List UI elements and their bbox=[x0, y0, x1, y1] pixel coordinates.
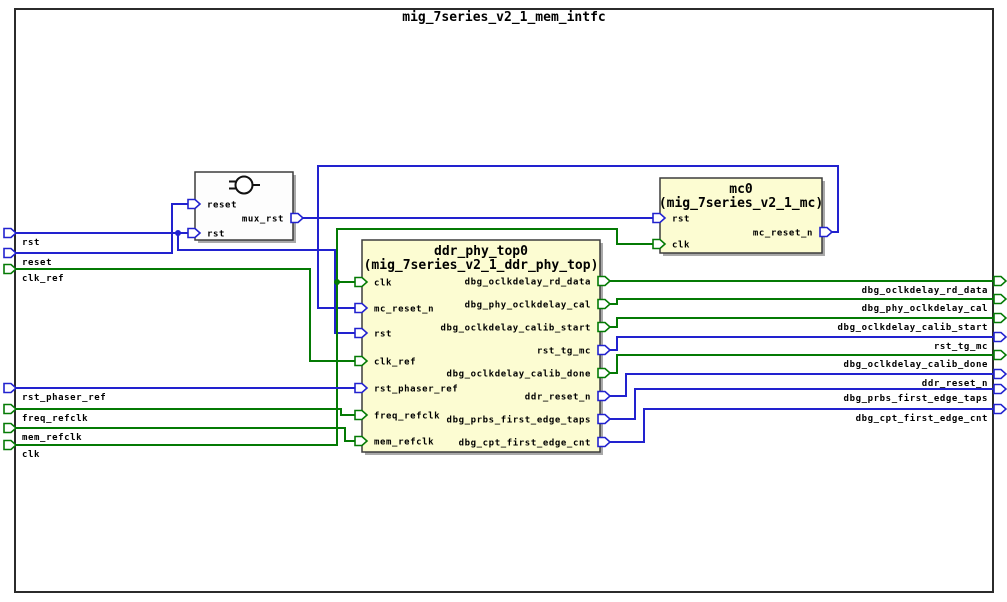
wire-reset[interactable] bbox=[15, 203, 193, 254]
wire-mem_refclk[interactable] bbox=[15, 427, 362, 442]
net-label: ddr_reset_n bbox=[922, 379, 988, 389]
output-port-dbg_oclkdelay_calib_start[interactable] bbox=[993, 312, 1007, 324]
port-label: mux_rst bbox=[242, 215, 284, 225]
input-port-reset[interactable] bbox=[3, 247, 18, 259]
net-label: rst_tg_mc bbox=[934, 342, 988, 352]
net-label: clk bbox=[22, 450, 40, 460]
output-port-rst_tg_mc[interactable] bbox=[993, 331, 1007, 343]
input-port-clk[interactable] bbox=[3, 439, 18, 451]
port-label: ddr_reset_n bbox=[525, 393, 591, 403]
wire-dbg_cpt_first_edge_cnt[interactable] bbox=[600, 408, 993, 443]
port-label: rst bbox=[374, 330, 392, 340]
port-marker-ddr_phy_top0-rst_phaser_ref[interactable] bbox=[354, 382, 369, 394]
block-title: mc0 bbox=[729, 182, 753, 197]
net-label: rst_phaser_ref bbox=[22, 393, 106, 403]
port-label: mc_reset_n bbox=[374, 305, 434, 315]
port-marker-ddr_phy_top0-mc_reset_n[interactable] bbox=[354, 302, 369, 314]
net-label: freq_refclk bbox=[22, 414, 88, 424]
port-label: dbg_oclkdelay_rd_data bbox=[465, 278, 591, 288]
wire-clk_ref[interactable] bbox=[15, 268, 362, 362]
output-port-dbg_oclkdelay_calib_done[interactable] bbox=[993, 349, 1007, 361]
output-port-dbg_prbs_first_edge_taps[interactable] bbox=[993, 383, 1007, 395]
port-label: dbg_prbs_first_edge_taps bbox=[447, 415, 591, 426]
port-label: dbg_cpt_first_edge_cnt bbox=[459, 438, 591, 449]
port-marker-ddr_phy_top0-dbg_oclkdelay_rd_data[interactable] bbox=[597, 275, 612, 287]
port-label: freq_refclk bbox=[374, 412, 440, 422]
net-label: dbg_oclkdelay_calib_done bbox=[844, 359, 988, 370]
wire-ddr_reset_n[interactable] bbox=[600, 373, 993, 397]
port-marker-ddr_phy_top0-dbg_oclkdelay_calib_start[interactable] bbox=[597, 321, 612, 333]
net-label: dbg_phy_oclkdelay_cal bbox=[862, 304, 988, 314]
wire-freq_refclk[interactable] bbox=[15, 408, 362, 416]
net-label: dbg_oclkdelay_calib_start bbox=[838, 322, 988, 333]
port-marker-ddr_phy_top0-dbg_prbs_first_edge_taps[interactable] bbox=[597, 413, 612, 425]
port-label: dbg_oclkdelay_calib_start bbox=[441, 323, 591, 334]
block-subtitle: (mig_7series_v2_1_mc) bbox=[659, 196, 823, 211]
port-label: rst_tg_mc bbox=[537, 347, 591, 357]
port-marker-ddr_phy_top0-freq_refclk[interactable] bbox=[354, 409, 369, 421]
net-label: rst bbox=[22, 238, 40, 248]
port-label: rst bbox=[207, 230, 225, 240]
port-marker-ddr_phy_top0-dbg_cpt_first_edge_cnt[interactable] bbox=[597, 436, 612, 448]
port-marker-ddr_phy_top0-clk_ref[interactable] bbox=[354, 355, 369, 367]
junction-dot bbox=[334, 279, 340, 285]
block-subtitle: (mig_7series_v2_1_ddr_phy_top) bbox=[364, 258, 599, 273]
port-label: mc_reset_n bbox=[753, 229, 813, 239]
wire-rst-branch[interactable] bbox=[177, 233, 362, 334]
net-label: clk_ref bbox=[22, 274, 64, 284]
schematic-title: mig_7series_v2_1_mem_intfc bbox=[402, 10, 606, 25]
port-marker-mux0-reset[interactable] bbox=[187, 198, 202, 210]
junction-dot bbox=[175, 230, 181, 236]
port-label: clk_ref bbox=[374, 358, 416, 368]
block-title: ddr_phy_top0 bbox=[434, 244, 528, 259]
sheet-border bbox=[14, 8, 994, 593]
output-port-dbg_cpt_first_edge_cnt[interactable] bbox=[993, 403, 1007, 415]
port-marker-ddr_phy_top0-rst[interactable] bbox=[354, 327, 369, 339]
port-label: clk bbox=[374, 279, 392, 289]
port-marker-ddr_phy_top0-clk[interactable] bbox=[354, 276, 369, 288]
port-label: clk bbox=[672, 241, 690, 251]
port-label: dbg_phy_oclkdelay_cal bbox=[465, 301, 591, 311]
port-marker-mc0-clk[interactable] bbox=[652, 238, 667, 250]
port-label: rst_phaser_ref bbox=[374, 385, 458, 395]
port-marker-mux0-rst[interactable] bbox=[187, 227, 202, 239]
port-marker-ddr_phy_top0-rst_tg_mc[interactable] bbox=[597, 344, 612, 356]
net-label: reset bbox=[22, 258, 52, 268]
port-label: dbg_oclkdelay_calib_done bbox=[447, 369, 591, 380]
port-marker-mux0-mux_rst[interactable] bbox=[290, 212, 305, 224]
output-port-dbg_phy_oclkdelay_cal[interactable] bbox=[993, 293, 1007, 305]
port-label: rst bbox=[672, 215, 690, 225]
output-port-dbg_oclkdelay_rd_data[interactable] bbox=[993, 275, 1007, 287]
input-port-mem_refclk[interactable] bbox=[3, 422, 18, 434]
port-label: mem_refclk bbox=[374, 438, 434, 448]
port-label: reset bbox=[207, 201, 237, 211]
wire-clk[interactable] bbox=[15, 228, 660, 446]
port-marker-ddr_phy_top0-ddr_reset_n[interactable] bbox=[597, 390, 612, 402]
net-label: dbg_cpt_first_edge_cnt bbox=[856, 413, 988, 424]
port-marker-ddr_phy_top0-dbg_phy_oclkdelay_cal[interactable] bbox=[597, 298, 612, 310]
port-marker-ddr_phy_top0-mem_refclk[interactable] bbox=[354, 435, 369, 447]
port-marker-mc0-rst[interactable] bbox=[652, 212, 667, 224]
net-label: dbg_oclkdelay_rd_data bbox=[862, 286, 988, 296]
port-marker-ddr_phy_top0-dbg_oclkdelay_calib_done[interactable] bbox=[597, 367, 612, 379]
input-port-clk_ref[interactable] bbox=[3, 263, 18, 275]
wire-mc_reset_n[interactable] bbox=[317, 165, 839, 309]
port-marker-mc0-mc_reset_n[interactable] bbox=[819, 226, 834, 238]
block-ddr_phy_top0[interactable] bbox=[361, 239, 601, 453]
gate-icon bbox=[229, 175, 260, 195]
net-label: dbg_prbs_first_edge_taps bbox=[844, 393, 988, 404]
output-port-ddr_reset_n[interactable] bbox=[993, 368, 1007, 380]
net-label: mem_refclk bbox=[22, 433, 82, 443]
input-port-rst_phaser_ref[interactable] bbox=[3, 382, 18, 394]
input-port-rst[interactable] bbox=[3, 227, 18, 239]
block-mc0[interactable] bbox=[659, 177, 823, 254]
wire-dbg_prbs_first_edge_taps[interactable] bbox=[600, 388, 993, 420]
input-port-freq_refclk[interactable] bbox=[3, 403, 18, 415]
